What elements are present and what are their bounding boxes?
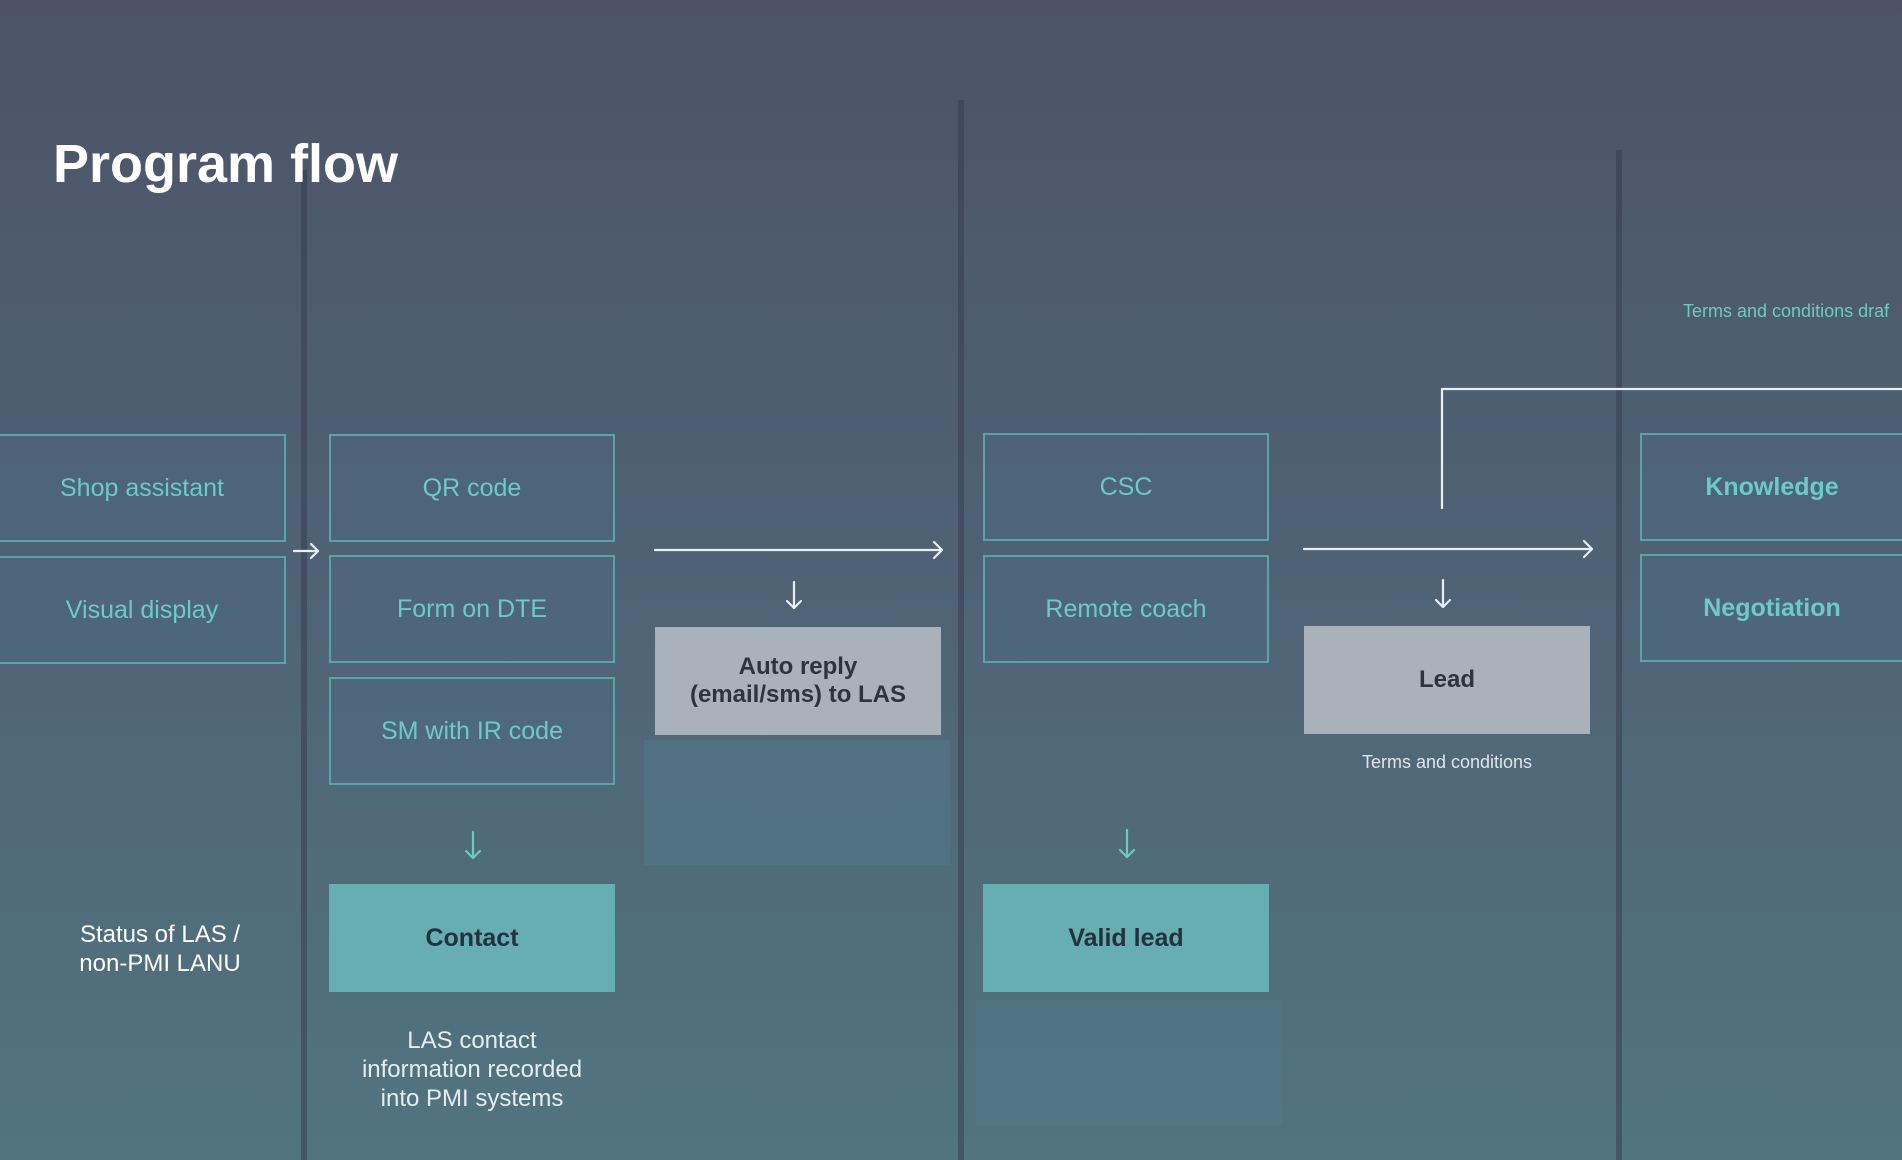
flow-box-shop-assistant: Shop assistant xyxy=(0,434,286,542)
contact-note: LAS contact information recorded into PM… xyxy=(361,1027,583,1112)
terms-draft-note: Terms and conditions draf xyxy=(1683,301,1890,321)
page-title: Program flow xyxy=(53,134,399,194)
contact-box: Contact xyxy=(329,884,615,992)
arrow-right-icon xyxy=(653,540,944,560)
lead-box: Lead xyxy=(1304,626,1590,734)
arrow-down-icon xyxy=(785,580,803,610)
arrow-down-icon xyxy=(464,830,482,860)
valid-lead-box: Valid lead xyxy=(983,884,1269,992)
feedback-connector xyxy=(1440,387,1902,510)
auto-reply-box: Auto reply (email/sms) to LAS xyxy=(655,627,941,735)
flow-box-sm-with-ir-code: SM with IR code xyxy=(329,677,615,785)
arrow-down-icon xyxy=(1434,578,1452,609)
flow-box-csc: CSC xyxy=(983,433,1269,541)
background-panel xyxy=(644,740,950,865)
arrow-right-icon xyxy=(1302,539,1594,559)
column-divider xyxy=(1616,150,1622,1160)
flow-box-qr-code: QR code xyxy=(329,434,615,542)
column-divider xyxy=(301,170,307,1160)
column-divider xyxy=(958,100,964,1160)
background-panel xyxy=(976,1000,1282,1125)
flow-box-knowledge: Knowledge xyxy=(1640,433,1902,541)
flow-box-form-on-dte: Form on DTE xyxy=(329,555,615,663)
flow-box-remote-coach: Remote coach xyxy=(983,555,1269,663)
status-label: Status of LAS / non-PMI LANU xyxy=(79,921,241,977)
arrow-down-icon xyxy=(1118,828,1136,859)
flow-box-visual-display: Visual display xyxy=(0,556,286,664)
arrow-right-icon xyxy=(292,542,320,560)
lead-note: Terms and conditions xyxy=(1361,752,1533,772)
flow-box-negotiation: Negotiation xyxy=(1640,554,1902,662)
